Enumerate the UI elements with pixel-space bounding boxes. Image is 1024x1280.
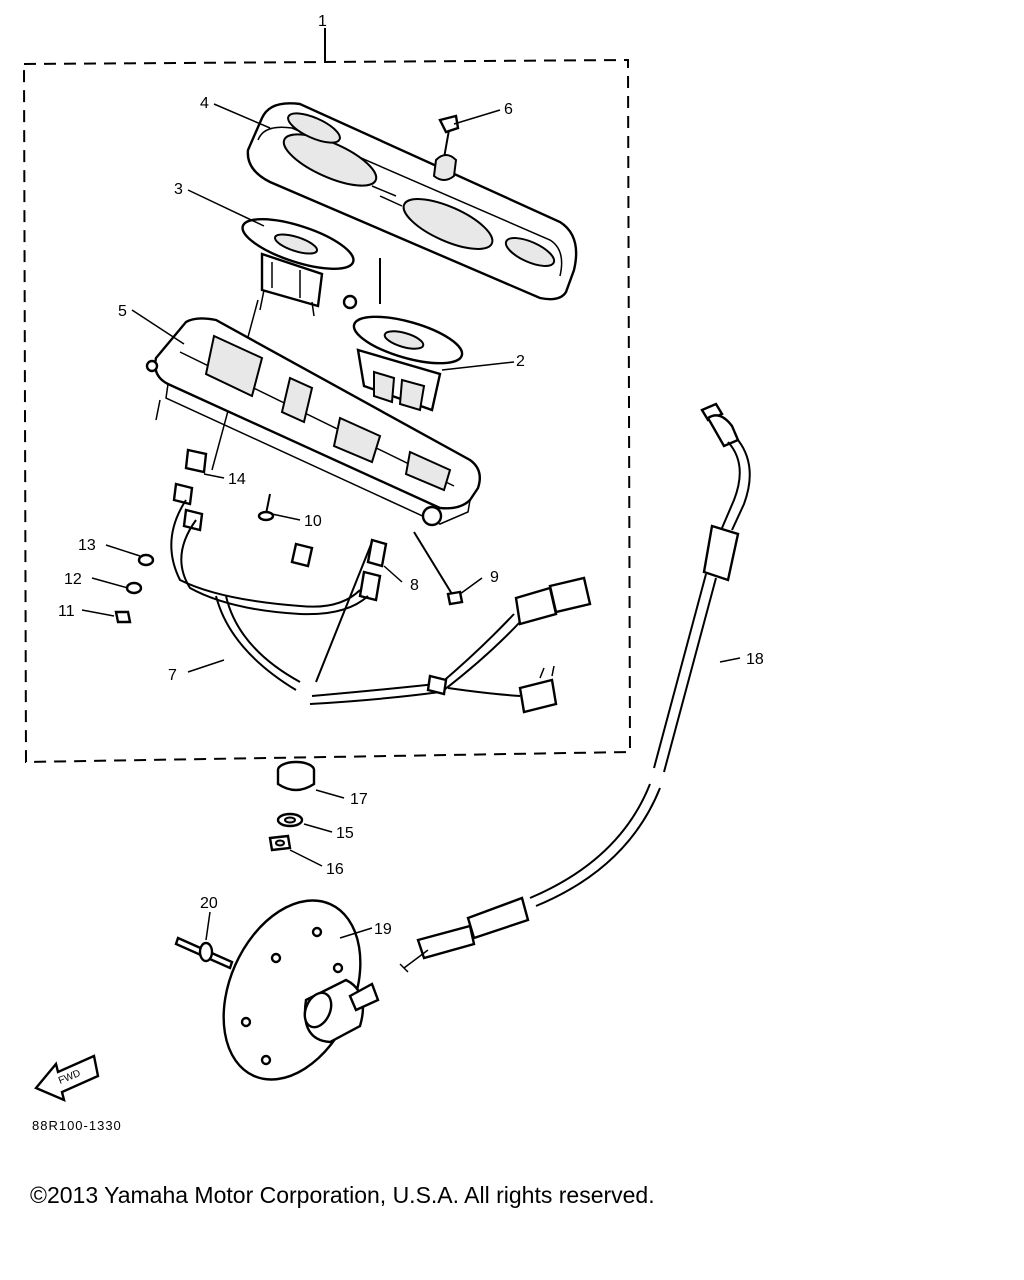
callout-12: 12 bbox=[64, 571, 82, 588]
callout-6: 6 bbox=[504, 101, 513, 118]
assembly-frame: 1 bbox=[22, 13, 632, 764]
callout-8: 8 bbox=[410, 577, 419, 594]
leader-lines bbox=[81, 103, 741, 939]
mount-screw bbox=[413, 531, 464, 606]
callout-labels: 2 3 4 5 6 7 8 9 10 11 12 13 14 15 16 17 … bbox=[58, 95, 764, 938]
callout-3: 3 bbox=[174, 181, 183, 198]
callout-15: 15 bbox=[336, 825, 354, 842]
wire-harness bbox=[170, 499, 592, 714]
callout-10: 10 bbox=[304, 513, 322, 530]
speedometer-gear-unit bbox=[222, 899, 380, 1081]
small-parts bbox=[114, 553, 155, 624]
speedometer bbox=[342, 258, 464, 412]
grommet-washer-nut bbox=[268, 760, 316, 852]
forward-arrow: FWD bbox=[34, 1054, 100, 1103]
meter-case bbox=[145, 317, 481, 527]
speedometer-cable bbox=[399, 402, 751, 973]
callout-2: 2 bbox=[516, 353, 525, 370]
callout-14: 14 bbox=[228, 471, 246, 488]
callout-1: 1 bbox=[318, 13, 327, 30]
copyright-notice: ©2013 Yamaha Motor Corporation, U.S.A. A… bbox=[30, 1182, 655, 1208]
callout-11: 11 bbox=[58, 603, 75, 620]
meter-cover bbox=[246, 102, 578, 301]
callout-13: 13 bbox=[78, 537, 96, 554]
tachometer bbox=[211, 218, 355, 471]
callout-5: 5 bbox=[118, 303, 127, 320]
callout-19: 19 bbox=[374, 921, 392, 938]
callout-17: 17 bbox=[350, 791, 368, 808]
callout-7: 7 bbox=[168, 667, 177, 684]
callout-20: 20 bbox=[200, 895, 218, 912]
cover-screw bbox=[432, 114, 460, 181]
case-screw bbox=[257, 493, 275, 522]
callout-16: 16 bbox=[326, 861, 344, 878]
drive-pin bbox=[174, 911, 234, 970]
callout-9: 9 bbox=[490, 569, 499, 586]
callout-4: 4 bbox=[200, 95, 209, 112]
indicator-socket bbox=[366, 538, 388, 568]
callout-18: 18 bbox=[746, 651, 764, 668]
figure-code: 88R100-1330 bbox=[32, 1118, 122, 1133]
parts-diagram: 1 bbox=[22, 13, 764, 1133]
bulb-socket bbox=[172, 448, 382, 602]
